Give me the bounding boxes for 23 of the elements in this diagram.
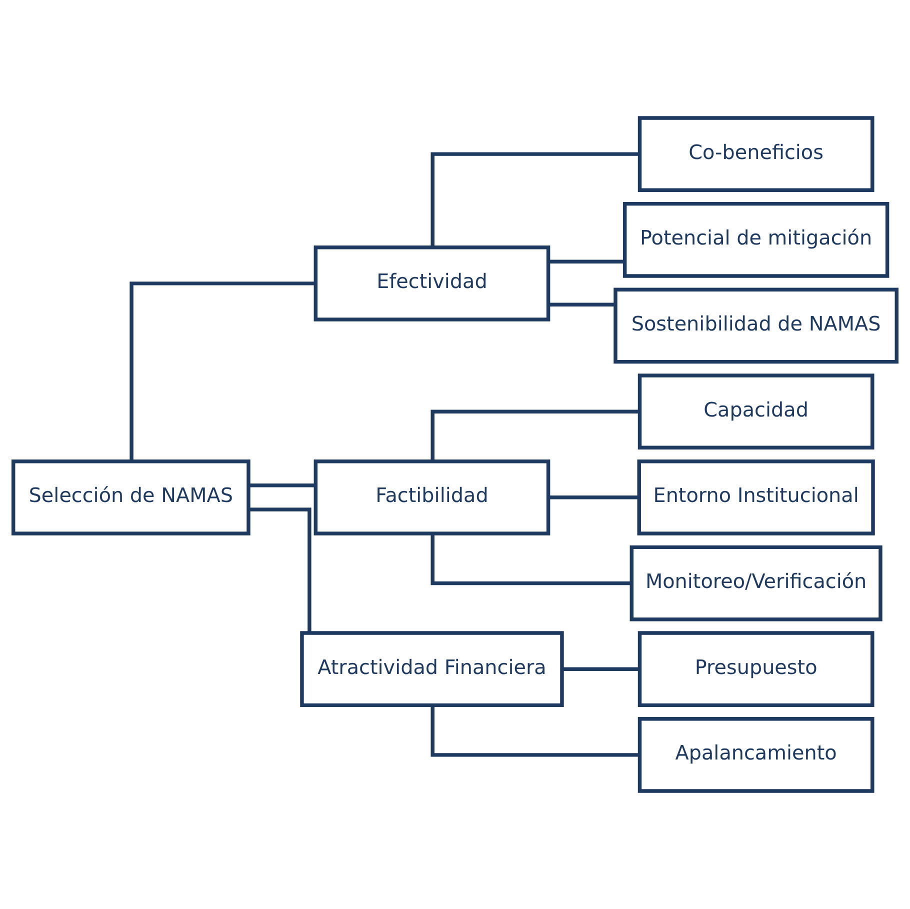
node-box: Capacidad: [638, 374, 874, 450]
node-box: Selección de NAMAS: [11, 459, 250, 536]
node-box: Atractividad Financiera: [300, 631, 564, 708]
node-box: Sostenibilidad de NAMAS: [614, 288, 899, 364]
connector: [430, 706, 640, 757]
node-box: Co-beneficios: [638, 116, 874, 192]
connector: [548, 496, 639, 500]
connector: [430, 534, 632, 586]
connector: [548, 260, 625, 264]
node-box: Efectividad: [314, 246, 550, 322]
connector: [562, 667, 640, 671]
node-box: Factibilidad: [314, 459, 550, 536]
connector: [130, 282, 316, 462]
connector: [548, 302, 616, 306]
node-box: Presupuesto: [638, 631, 874, 708]
connector: [430, 152, 640, 248]
connector: [248, 484, 316, 488]
connector: [248, 508, 312, 633]
node-box: Apalancamiento: [638, 717, 874, 793]
node-box: Monitoreo/Verificación: [630, 545, 882, 622]
node-box: Entorno Institucional: [637, 459, 875, 536]
node-box: Potencial de mitigación: [622, 202, 890, 278]
connector: [430, 410, 640, 462]
